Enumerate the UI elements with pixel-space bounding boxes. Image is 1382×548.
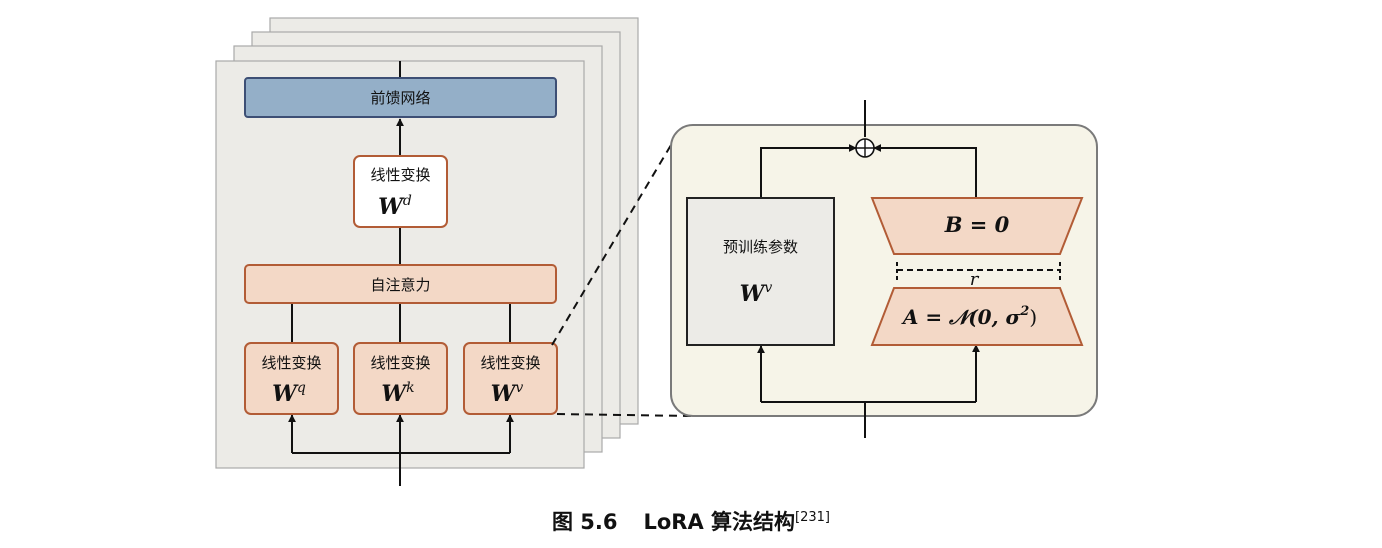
wq-linear-label: 线性变换 [261, 354, 321, 372]
figure-title: LoRA 算法结构 [643, 510, 796, 534]
lora-a-matrix [870, 287, 1084, 346]
pretrained-weights-label: 预训练参数 [723, 238, 798, 256]
wk-linear-box [353, 342, 448, 415]
wq-linear-box [244, 342, 339, 415]
b-math: B = 0 [944, 212, 1010, 237]
pretrained-to-sum-arrow [760, 144, 857, 197]
wv-linear-label: 线性变换 [480, 354, 540, 372]
b-to-sum-arrow [873, 144, 977, 197]
wv-math: Wv [491, 380, 524, 407]
wd-linear-label: 线性变换 [370, 166, 430, 184]
wv-linear-box [463, 342, 558, 415]
wd-linear-box [353, 155, 448, 228]
lora-b-matrix [870, 197, 1084, 255]
zoom-connector-bottom [556, 413, 693, 417]
self-attention-box [244, 264, 557, 304]
zoom-connector-top [551, 139, 675, 346]
figure-caption: 图 5.6 LoRA 算法结构[231] [0, 506, 1382, 536]
pretrained-weights-box [686, 197, 835, 346]
wq-math: Wq [272, 380, 306, 407]
figure-number: 图 5.6 [551, 510, 618, 534]
figure-reference: [231] [795, 510, 831, 525]
ffn-box [244, 77, 557, 118]
wk-linear-label: 线性变换 [370, 354, 430, 372]
ffn-label: 前馈网络 [370, 89, 430, 107]
rank-label: r [970, 269, 980, 290]
self-attention-label: 自注意力 [370, 276, 430, 294]
wk-math: Wk [381, 380, 414, 407]
a-math: A = 𝒩(0, σ2) [901, 304, 1037, 329]
pretrained-w-math: Wv [740, 280, 773, 307]
wd-math: Wd [378, 193, 412, 220]
